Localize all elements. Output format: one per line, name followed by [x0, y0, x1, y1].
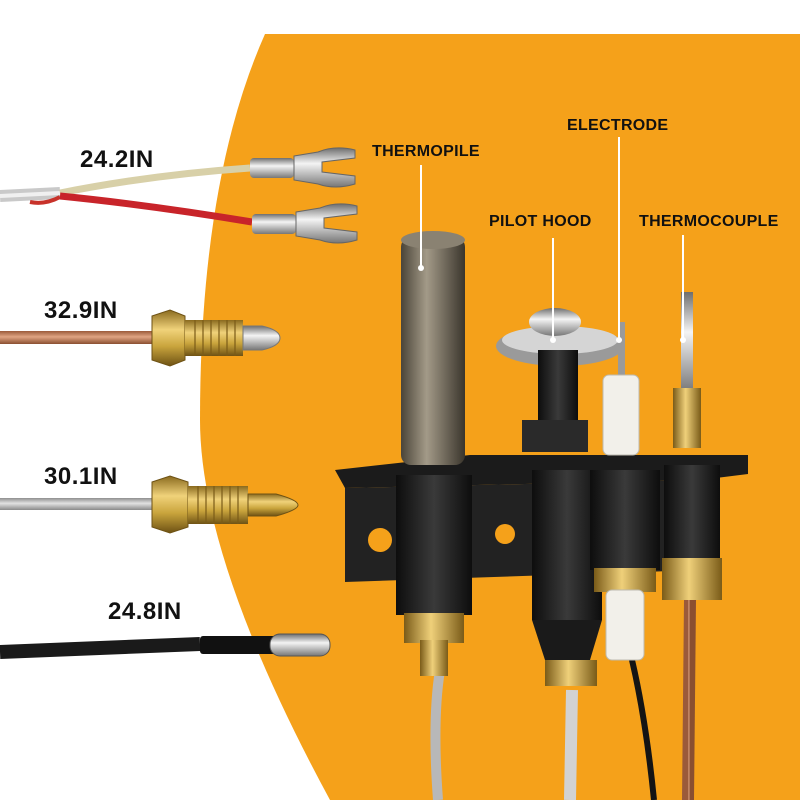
pilot-hood-label: PILOT HOOD: [489, 213, 592, 230]
spade-lead-cable: [0, 147, 358, 244]
thermopile-label: THERMOPILE: [372, 143, 480, 160]
label-leader-lines: [418, 137, 686, 343]
thermopile-part: [396, 231, 472, 676]
black-sensor-cable: [0, 633, 331, 659]
copper-tube-length-label: 32.9IN: [44, 297, 118, 324]
electrode-label: ELECTRODE: [567, 117, 669, 134]
gray-tube-fitting: [0, 475, 299, 534]
electrode-part: [590, 322, 660, 661]
assembly-lead-wires: [430, 599, 696, 800]
thermocouple-part: [662, 292, 722, 600]
spade-lead-length-label: 24.2IN: [80, 146, 154, 173]
thermocouple-label: THERMOCOUPLE: [639, 213, 779, 230]
orange-backdrop: [200, 34, 800, 800]
copper-tube-fitting: [0, 309, 281, 367]
gray-tube-length-label: 30.1IN: [44, 463, 118, 490]
black-cable-length-label: 24.8IN: [108, 598, 182, 625]
